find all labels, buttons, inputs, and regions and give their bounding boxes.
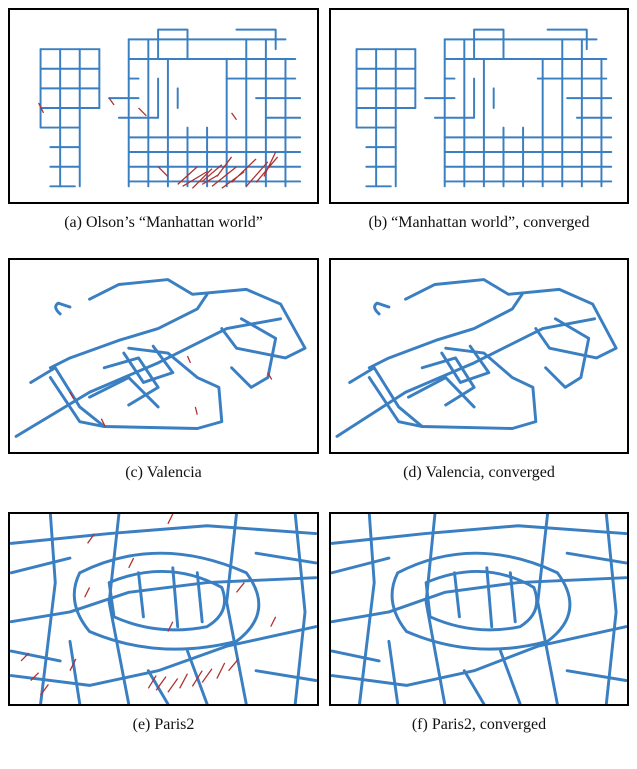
paris2-graph-unconverged	[10, 514, 317, 704]
panel-d-valencia-converged	[329, 258, 629, 454]
valencia-graph-converged	[335, 278, 618, 438]
panel-e-caption: (e) Paris2	[132, 716, 195, 733]
paris2-graph-converged	[331, 514, 627, 704]
manhattan-graph-converged	[355, 28, 613, 188]
panel-e-paris2	[8, 512, 319, 706]
panel-b-caption: (b) “Manhattan world”, converged	[368, 214, 590, 231]
panel-f-paris2-converged	[329, 512, 629, 706]
panel-a-manhattan	[8, 8, 319, 204]
panel-a-caption: (a) Olson’s “Manhattan world”	[64, 214, 263, 231]
panel-c-caption: (c) Valencia	[125, 464, 202, 481]
panel-b-manhattan-converged	[329, 8, 629, 204]
panel-d-caption: (d) Valencia, converged	[403, 464, 555, 481]
panel-c-valencia	[8, 258, 319, 454]
manhattan-graph-unconverged	[38, 28, 302, 189]
valencia-graph-unconverged	[14, 278, 307, 438]
panel-f-caption: (f) Paris2, converged	[411, 716, 547, 733]
